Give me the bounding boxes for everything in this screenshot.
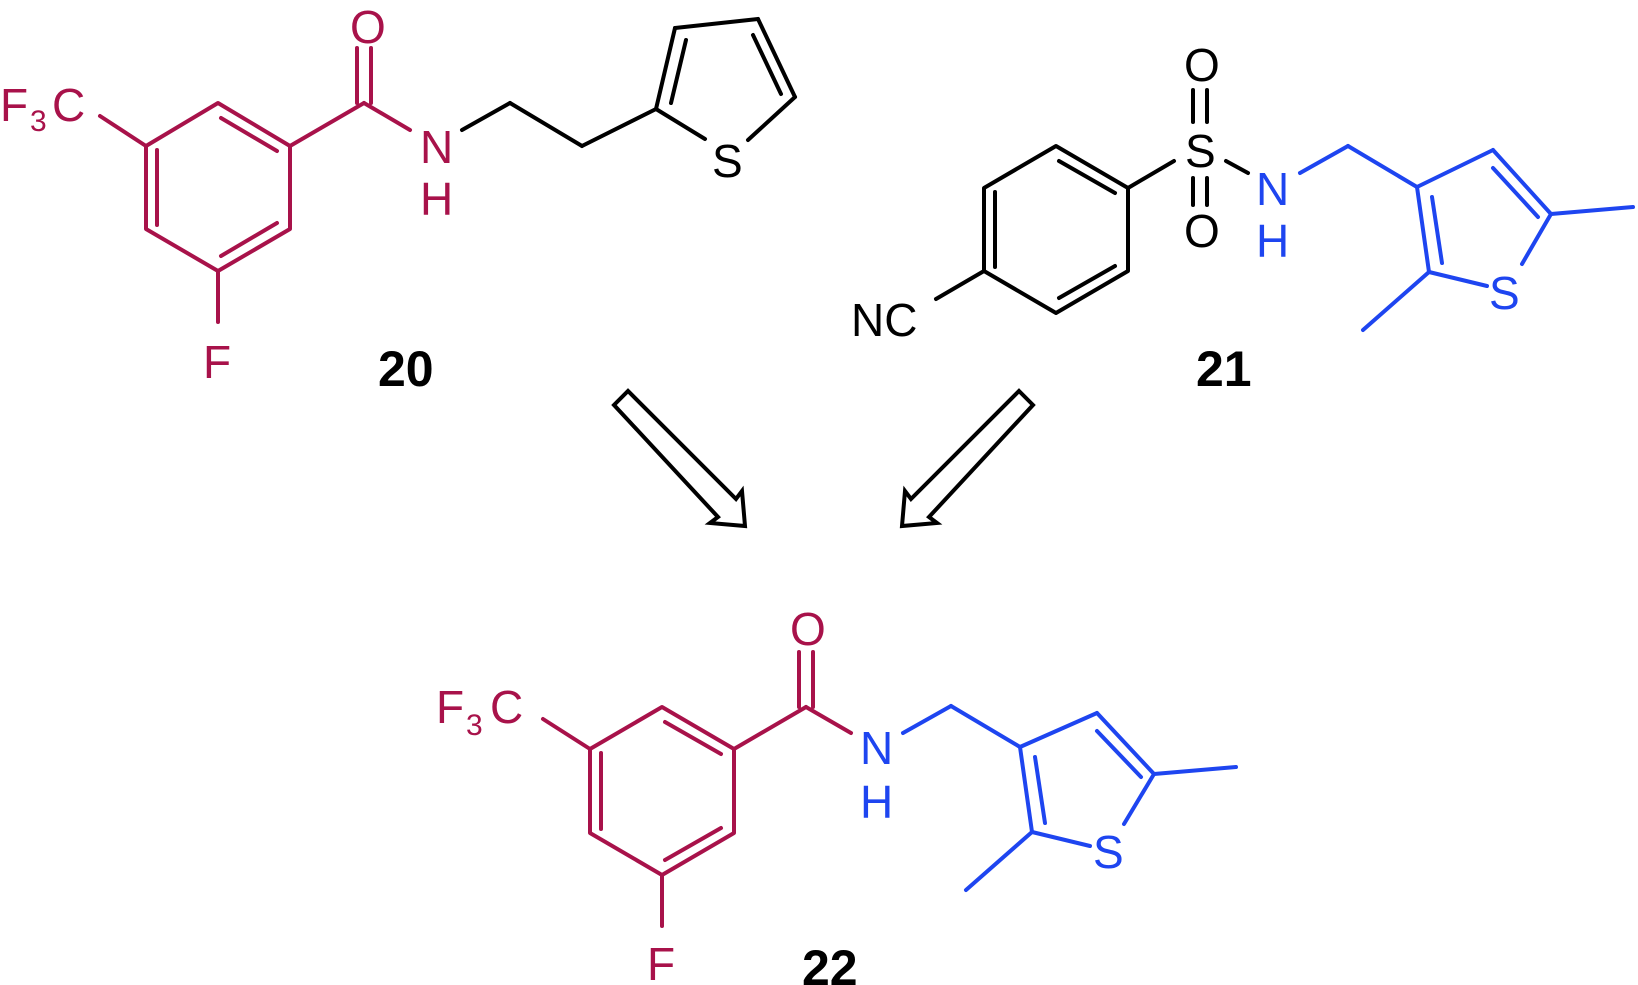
compound-20: F 3 C O N H F S 20: [0, 1, 797, 397]
compound-20-atoms: F 3 C O N H F S: [0, 1, 743, 388]
cf3-subscript: 3: [30, 105, 47, 138]
amide-nitrogen-label: N: [860, 722, 893, 774]
cf3-c-label: C: [490, 681, 523, 733]
arrow-20-to-22: [611, 388, 748, 529]
fluorine-label: F: [203, 336, 231, 388]
compound-21-aryl-bonds: [934, 88, 1250, 315]
cf3-f-label: F: [0, 79, 28, 131]
amide-hydrogen-label: H: [860, 776, 893, 828]
compound-22: F 3 C O N H F S 22: [436, 603, 1238, 985]
compound-21-atoms: O S O N H NC S: [851, 39, 1520, 346]
nitrile-label: NC: [851, 294, 917, 346]
thiophene-sulfur-label: S: [712, 135, 743, 187]
compound-22-atoms: F 3 C O N H F S: [436, 603, 1124, 985]
cf3-c-label: C: [52, 79, 85, 131]
sulfonyl-oxygen-bottom-label: O: [1184, 205, 1220, 257]
thiophene-sulfur-label: S: [1489, 267, 1520, 319]
sulfonamide-nitrogen-label: N: [1256, 163, 1289, 215]
compound-21-thiophene-bonds: [1298, 144, 1635, 332]
sulfonamide-hydrogen-label: H: [1256, 215, 1289, 267]
compound-22-thiophene-bonds: [901, 704, 1238, 892]
compound-20-benzamide-bonds: [98, 46, 412, 324]
carbonyl-oxygen-label: O: [790, 603, 826, 655]
amide-hydrogen-label: H: [420, 173, 453, 225]
compound-21-number: 21: [1196, 341, 1252, 397]
cf3-subscript: 3: [466, 709, 483, 742]
retrosynthetic-arrows: [611, 388, 1036, 529]
arrow-21-to-22: [899, 388, 1036, 529]
thiophene-sulfur-label: S: [1093, 826, 1124, 878]
compound-22-number: 22: [802, 940, 858, 985]
fluorine-label: F: [647, 938, 675, 985]
compound-22-benzamide-bonds: [541, 650, 853, 928]
compound-21: O S O N H NC S 21: [851, 39, 1635, 397]
compound-20-thiophene-bonds: [460, 17, 797, 148]
sulfonyl-oxygen-top-label: O: [1184, 39, 1220, 91]
carbonyl-oxygen-label: O: [350, 1, 386, 53]
compound-20-number: 20: [378, 341, 434, 397]
sulfonyl-sulfur-label: S: [1185, 125, 1216, 177]
amide-nitrogen-label: N: [420, 121, 453, 173]
cf3-f-label: F: [436, 681, 464, 733]
